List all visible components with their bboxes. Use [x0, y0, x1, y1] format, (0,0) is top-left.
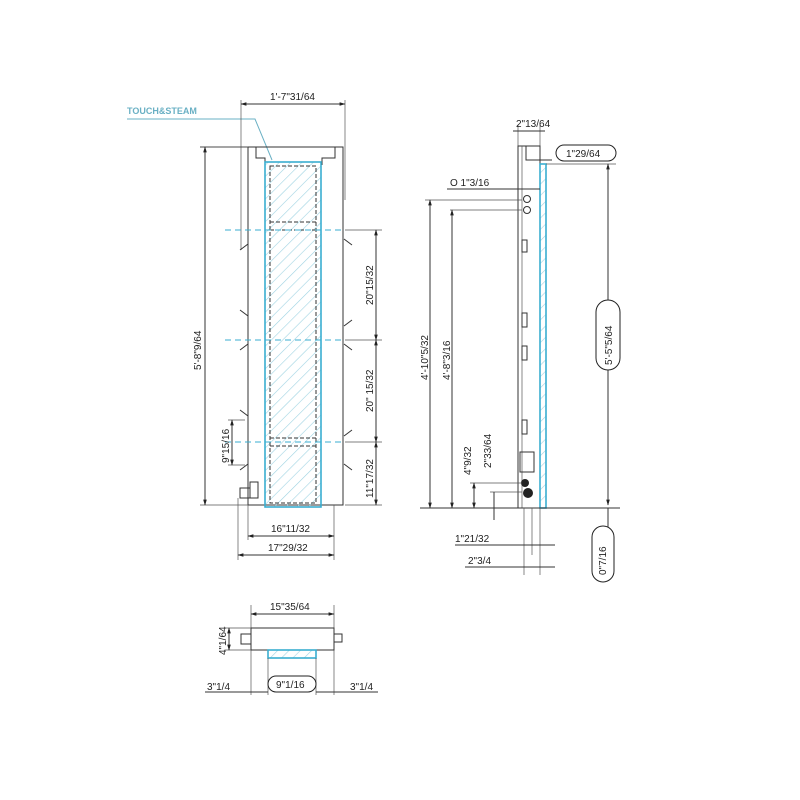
front-view: TOUCH&STEAM 1'-7"31/64 5'-8"9/6: [127, 92, 382, 560]
dim-floor-gap: 0"7/16: [598, 546, 609, 575]
dim-bottom-pipe-height2: 2"33/64: [483, 433, 494, 468]
dim-spacing-lower: 11"17/32: [365, 459, 376, 498]
dim-overall-height: 5'-8"9/64: [193, 330, 204, 370]
dim-top-width2: 15"35/64: [270, 602, 310, 613]
side-view: 2"13/64 1"29/64 O 1"3/16 4'-10"5/32 4'-8…: [420, 119, 621, 583]
dim-bottom-depth1: 1"21/32: [455, 534, 490, 545]
dim-outer-width: 17"29/32: [268, 543, 308, 554]
dim-bottom-depth2: 2"3/4: [468, 556, 491, 567]
dim-right-offset: 3"1/4: [350, 682, 373, 693]
dim-glass-offset: 1"29/64: [566, 149, 601, 160]
dim-pipe-diameter: O 1"3/16: [450, 178, 490, 189]
dim-bottom-pipe-height: 4"9/32: [463, 446, 474, 475]
dim-glass-width: 9"1/16: [276, 680, 305, 691]
dim-height-lower-pipe: 4'-8"3/16: [442, 340, 453, 380]
dim-height-upper-pipe: 4'-10"5/32: [420, 335, 431, 380]
callout-leader: [127, 118, 273, 161]
dim-spacing-middle: 20" 15/32: [365, 369, 376, 412]
dim-spacing-upper: 20"15/32: [365, 265, 376, 305]
dim-glass-height: 5'-5"5/64: [604, 325, 615, 365]
dim-top-depth-view: 4"1/64: [218, 626, 229, 655]
unit-top: [250, 627, 335, 651]
dim-inner-width: 16"11/32: [271, 524, 310, 535]
callout-label: TOUCH&STEAM: [127, 106, 197, 116]
glass-panel: [265, 162, 321, 507]
dim-top-width: 1'-7"31/64: [270, 92, 315, 103]
dim-left-offset: 3"1/4: [207, 682, 230, 693]
dim-bracket-height: 9"15/16: [221, 428, 232, 463]
top-view: 15"35/64 4"1/64 9"1/16 3"1/4 3"1/4: [205, 602, 378, 695]
dim-top-depth: 2"13/64: [516, 119, 551, 130]
